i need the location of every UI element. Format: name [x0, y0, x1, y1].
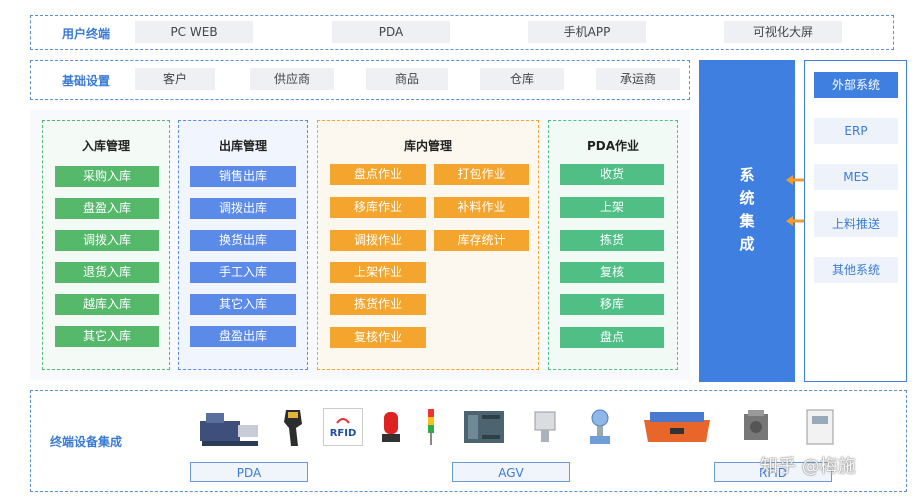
inbound-item-purchase[interactable]: 采购入库 — [55, 166, 159, 187]
outbound-item-exchange[interactable]: 换货出库 — [190, 230, 296, 251]
terminal-mobile-app[interactable]: 手机APP — [528, 21, 646, 43]
warehouse-item-transfer[interactable]: 调拨作业 — [330, 230, 426, 251]
agv-robot-icon — [644, 412, 710, 442]
warehouse-item-review[interactable]: 复核作业 — [330, 327, 426, 348]
meter-box-icon — [806, 409, 834, 445]
settings-warehouse[interactable]: 仓库 — [480, 68, 564, 90]
settings-product[interactable]: 商品 — [366, 68, 448, 90]
outbound-item-sales[interactable]: 销售出库 — [190, 166, 296, 187]
warehouse-item-inventory-stats[interactable]: 库存统计 — [434, 230, 529, 251]
warehouse-item-stocktake[interactable]: 盘点作业 — [330, 164, 426, 185]
inbound-item-crossdock[interactable]: 越库入库 — [55, 294, 159, 315]
user-terminal-label: 用户终端 — [62, 27, 111, 41]
system-integration-label: 系 统 集 成 — [739, 166, 755, 253]
zhihu-watermark: 知乎 @梅施 — [760, 456, 856, 477]
plc-module-icon — [464, 411, 504, 443]
warehouse-item-packing[interactable]: 打包作业 — [434, 164, 529, 185]
barcode-scanner-icon — [284, 410, 302, 446]
pda-item-receive[interactable]: 收货 — [560, 164, 664, 185]
pda-title: PDA作业 — [586, 139, 640, 153]
basic-settings-label: 基础设置 — [62, 74, 111, 88]
user-terminal-row — [30, 15, 894, 50]
outbound-item-manual[interactable]: 手工入库 — [190, 262, 296, 283]
basic-settings-row — [30, 60, 690, 100]
outbound-title: 出库管理 — [218, 139, 267, 153]
inbound-item-surplus[interactable]: 盘盈入库 — [55, 198, 159, 219]
settings-carrier[interactable]: 承运商 — [596, 68, 680, 90]
outbound-item-transfer[interactable]: 调拨出库 — [190, 198, 296, 219]
external-other-systems[interactable]: 其他系统 — [814, 257, 898, 283]
terminal-pda[interactable]: PDA — [332, 21, 450, 43]
warehouse-item-picking[interactable]: 拣货作业 — [330, 294, 426, 315]
inbound-item-transfer[interactable]: 调拨入库 — [55, 230, 159, 251]
device-pda-box[interactable]: PDA — [190, 462, 308, 482]
warehouse-title: 库内管理 — [403, 139, 452, 153]
external-erp[interactable]: ERP — [814, 118, 898, 144]
rfid-logo-icon: RFID — [323, 408, 363, 446]
external-systems-header: 外部系统 — [814, 72, 898, 98]
terminal-devices-label: 终端设备集成 — [50, 435, 123, 449]
injection-machine-icon — [200, 413, 258, 446]
warehouse-item-relocate[interactable]: 移库作业 — [330, 197, 426, 218]
flow-meter-icon — [590, 409, 610, 444]
pda-item-putaway[interactable]: 上架 — [560, 197, 664, 218]
warehouse-item-putaway[interactable]: 上架作业 — [330, 262, 426, 283]
settings-supplier[interactable]: 供应商 — [250, 68, 334, 90]
settings-customer[interactable]: 客户 — [135, 68, 215, 90]
system-integration-block — [699, 60, 795, 382]
terminal-devices-row — [30, 390, 907, 492]
pda-item-stocktake[interactable]: 盘点 — [560, 327, 664, 348]
device-agv-box[interactable]: AGV — [452, 462, 570, 482]
servo-motor-icon — [744, 410, 768, 440]
device-rfid-box[interactable]: RFID — [714, 462, 832, 482]
terminal-big-screen[interactable]: 可视化大屏 — [724, 21, 842, 43]
pda-item-picking[interactable]: 拣货 — [560, 230, 664, 251]
sensor-icon — [534, 411, 556, 442]
pda-item-relocate[interactable]: 移库 — [560, 294, 664, 315]
warehouse-item-replenish[interactable]: 补料作业 — [434, 197, 529, 218]
pda-item-review[interactable]: 复核 — [560, 262, 664, 283]
external-feed-push[interactable]: 上料推送 — [814, 211, 898, 237]
terminal-pc-web[interactable]: PC WEB — [135, 21, 253, 43]
alarm-light-icon — [382, 412, 400, 442]
inbound-item-return[interactable]: 退货入库 — [55, 262, 159, 283]
inbound-title: 入库管理 — [81, 139, 130, 153]
external-mes[interactable]: MES — [814, 164, 898, 190]
outbound-item-other[interactable]: 其它入库 — [190, 294, 296, 315]
inbound-item-other[interactable]: 其它入库 — [55, 326, 159, 347]
signal-tower-icon — [428, 409, 434, 445]
outbound-item-surplus[interactable]: 盘盈出库 — [190, 326, 296, 347]
